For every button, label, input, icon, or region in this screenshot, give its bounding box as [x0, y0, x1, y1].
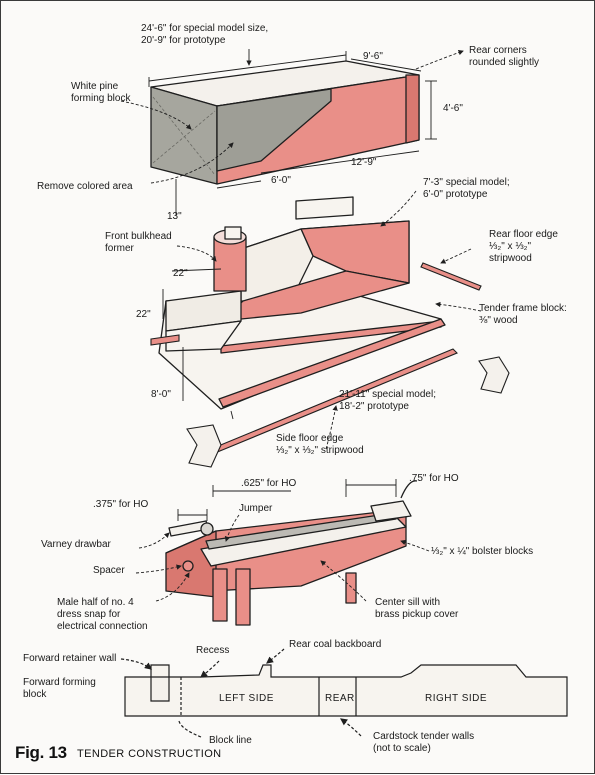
wall-rear: REAR: [325, 693, 355, 704]
label-dim-height: 4'-6": [443, 103, 463, 114]
underframe: [165, 480, 418, 626]
label-dim-8-0: 8'-0": [151, 389, 171, 400]
label-jumper: Jumper: [239, 503, 273, 514]
label-ho-75: .75" for HO: [409, 473, 459, 484]
label-rear-corners: Rear corners rounded slightly: [469, 45, 540, 68]
label-cardstock: Cardstock tender walls (not to scale): [373, 731, 475, 754]
label-white-pine: White pine forming block: [71, 81, 131, 104]
wall-left-side: LEFT SIDE: [219, 693, 274, 704]
label-side-floor-edge: Side floor edge ⅓₂" x ⅓₂" stripwood: [276, 433, 364, 456]
label-dim-12-9: 12'-9": [351, 157, 377, 168]
label-bolster-blocks: ⅓₂" x ¼" bolster blocks: [431, 546, 534, 557]
label-dim-7-3: 7'-3" special model; 6'-0" prototype: [423, 177, 510, 200]
label-forward-retainer: Forward retainer wall: [23, 653, 117, 664]
forming-block: [150, 60, 420, 185]
label-rear-coal: Rear coal backboard: [289, 639, 382, 650]
wall-right-side: RIGHT SIDE: [425, 693, 488, 704]
label-ho-625: .625" for HO: [241, 478, 297, 489]
label-ho-375: .375" for HO: [93, 499, 149, 510]
truck-blocks: [186, 356, 510, 468]
label-dim-6-0: 6'-0": [271, 175, 291, 186]
figure-caption: TENDER CONSTRUCTION: [77, 748, 222, 760]
label-dim-length: 24'-6" for special model size, 20'-9" fo…: [141, 23, 269, 46]
label-rear-floor-edge: Rear floor edge ⅓₂" x ⅓₂" stripwood: [489, 229, 558, 264]
label-dim-22-left: 22": [136, 309, 151, 320]
label-dim-21-11: 21'-11" special model; 18'-2" prototype: [339, 389, 436, 412]
shell-dimension-lines: [162, 190, 482, 450]
underframe-dimension-lines: [135, 479, 430, 602]
label-dim-22-top: 22": [173, 268, 188, 279]
figure-number: Fig. 13: [15, 743, 67, 762]
label-recess: Recess: [196, 645, 230, 656]
label-spacer: Spacer: [93, 565, 125, 576]
label-block-line: Block line: [209, 735, 252, 746]
block-dimension-lines: [120, 49, 464, 215]
label-remove-colored: Remove colored area: [37, 181, 133, 192]
label-male-half: Male half of no. 4 dress snap for electr…: [57, 597, 148, 632]
rear-floor-edge-strip: [420, 262, 482, 291]
label-center-sill: Center sill with brass pickup cover: [375, 597, 459, 620]
label-dim-13: 13": [167, 211, 182, 222]
label-front-bulkhead: Front bulkhead former: [105, 231, 172, 254]
label-varney-drawbar: Varney drawbar: [41, 539, 111, 550]
label-tender-frame: Tender frame block: ⅜" wood: [479, 303, 567, 326]
tender-shell: [158, 196, 446, 410]
label-dim-width: 9'-6": [363, 51, 383, 62]
label-forward-forming: Forward forming block: [23, 677, 96, 700]
cardstock-walls: [120, 648, 568, 738]
